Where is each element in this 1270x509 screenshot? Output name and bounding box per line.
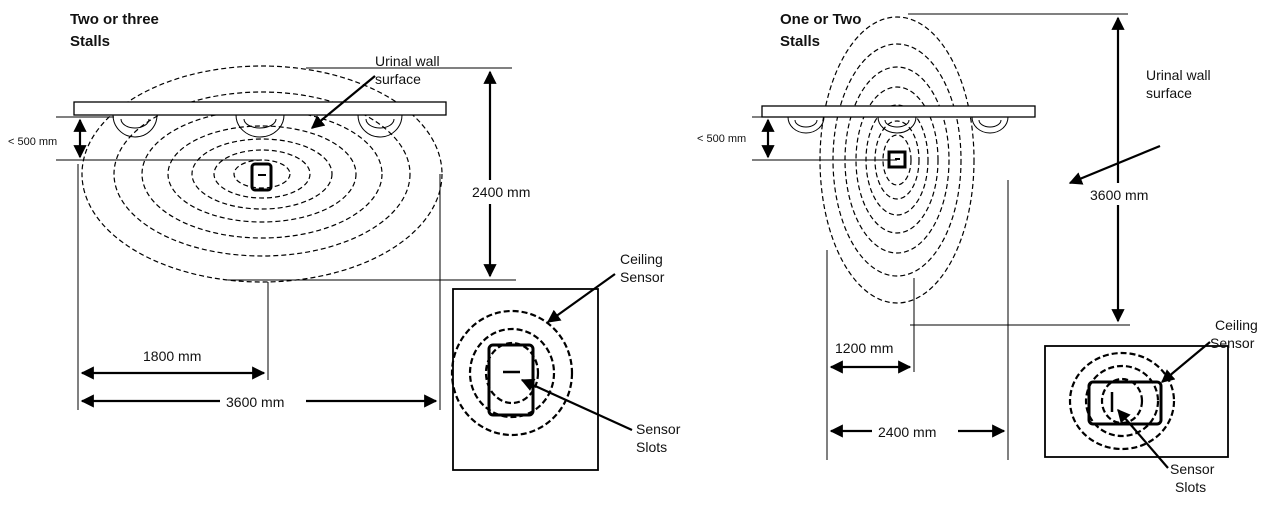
right-ceiling-sensor-label-2: Sensor [1210,335,1255,351]
left-full-width-label: 3600 mm [226,394,284,410]
right-half-width-label: 1200 mm [835,340,893,356]
left-offset-label: < 500 mm [8,136,57,148]
right-title-line2: Stalls [780,33,820,50]
left-half-width-label: 1800 mm [143,348,201,364]
right-urinal-wall-label-1: Urinal wall [1146,67,1211,83]
left-panel: Two or three Stalls < [8,11,681,471]
right-title-line1: One or Two [780,11,861,28]
left-title-line2: Stalls [70,33,110,50]
left-height-label: 2400 mm [472,184,530,200]
right-full-width-label: 2400 mm [878,424,936,440]
right-height-label: 3600 mm [1090,187,1148,203]
right-sensor-slots-label-2: Slots [1175,479,1206,495]
left-sensor-slots-label-2: Slots [636,439,667,455]
right-sensor-slots-label-1: Sensor [1170,461,1215,477]
left-urinal-wall [73,101,447,116]
right-urinal-wall-label-2: surface [1146,85,1192,101]
left-sensor [250,162,273,192]
left-coverage-pattern [81,65,443,283]
left-ceiling-sensor-inset [450,288,599,471]
right-ceiling-sensor-inset [1044,345,1229,458]
right-ceiling-sensor-label-1: Ceiling [1215,317,1258,333]
right-urinal-wall [761,105,1036,118]
left-ceiling-sensor-label-2: Sensor [620,269,665,285]
left-sensor-slots-label-1: Sensor [636,421,681,437]
left-title-line1: Two or three [70,11,159,28]
left-urinal-wall-label-2: surface [375,71,421,87]
right-panel: One or Two Stalls < 5 [697,11,1258,495]
left-ceiling-sensor-label-1: Ceiling [620,251,663,267]
left-urinal-wall-label-1: Urinal wall [375,53,440,69]
left-urinal-fixtures [112,114,403,138]
right-urinal-fixtures [787,116,1009,134]
right-offset-label: < 500 mm [697,133,746,145]
